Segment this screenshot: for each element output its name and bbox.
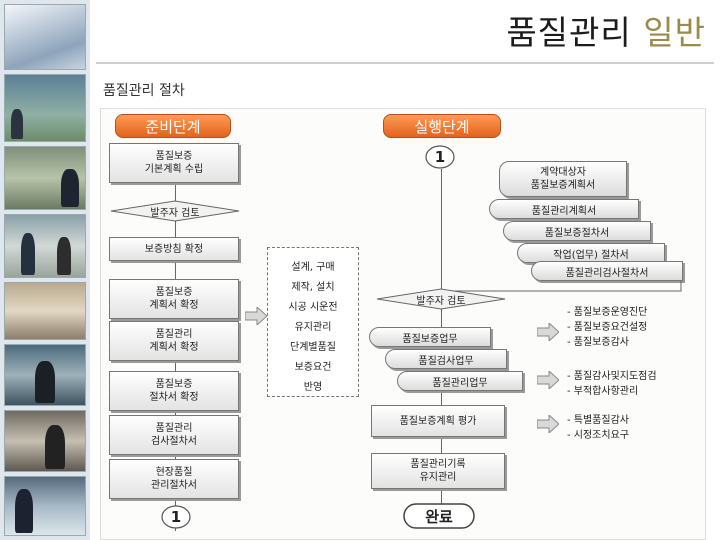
exec-step-qa-evaluation: 품질보증계획 평가 [371, 405, 505, 437]
note-item: - 부적합사항관리 [567, 386, 639, 397]
arrow-right-icon [537, 323, 559, 341]
prep-step-qa-plan: 품질보증 계획서 확정 [109, 279, 239, 319]
prep-decision-label: 발주자 검토 [150, 207, 200, 219]
note-item: - 품질보증감사 [567, 337, 629, 348]
doc-qc-plan: 품질관리계획서 [489, 199, 639, 219]
arrow-right-icon [537, 415, 559, 433]
title-divider [96, 62, 714, 64]
title-part1: 품질관리 [506, 13, 632, 52]
panel-line-7: 반영 [303, 382, 323, 393]
notes-qa-work: - 품질보증운영진단 - 품질보증요건설정 - 품질보증감사 [567, 305, 647, 350]
tab-qa-work: 품질보증업무 [369, 327, 491, 347]
doc-contractor-qa-plan: 계약대상자 품질보증계획서 [499, 161, 627, 197]
note-item: - 품질보증운영진단 [567, 307, 648, 318]
note-item: - 품질보증요건설정 [567, 322, 648, 333]
note-item: - 시정조치요구 [567, 430, 629, 441]
notes-evaluation: - 특별품질감사 - 시정조치요구 [567, 413, 629, 443]
prep-step-qc-plan: 품질관리 계획서 확정 [109, 321, 239, 361]
panel-line-6: 보증요건 [294, 362, 332, 373]
panel-line-1: 설계, 구매 [291, 262, 335, 273]
exec-start-connector: 1 [425, 145, 455, 169]
title-part2: 일반 [643, 13, 706, 52]
prep-step-qc-inspection: 품질관리 검사절차서 [109, 415, 239, 455]
prep-end-connector: 1 [161, 505, 191, 529]
panel-line-4: 유지관리 [294, 322, 332, 333]
model-photo [4, 74, 86, 142]
prep-step-policy: 보증방침 확정 [109, 237, 239, 261]
sky-photo [4, 4, 86, 70]
panel-line-5: 단계별품질 [290, 342, 336, 353]
notes-qc-work: - 품질감사및지도점검 - 부적합사항관리 [567, 369, 657, 399]
panel-line-3: 시공 시운전 [288, 302, 338, 313]
stage-requirements-panel: 설계, 구매 제작, 설치 시공 시운전 유지관리 단계별품질 보증요건 반영 [267, 247, 359, 397]
prep-step-qa-procedure: 품질보증 절차서 확정 [109, 371, 239, 411]
page-title: 품질관리 일반 [506, 6, 706, 54]
doc-qc-inspection-procedure: 품질관리검사절차서 [531, 261, 683, 281]
tab-qc-work: 품질관리업무 [397, 371, 523, 391]
desk-photo [4, 410, 86, 472]
phase-exec-label: 실행단계 [383, 114, 501, 138]
stack-merge-line [441, 281, 682, 292]
office-photo [4, 344, 86, 406]
doc-qa-procedure: 품질보증절차서 [503, 221, 651, 241]
exec-end-complete: 완료 [403, 503, 475, 529]
doc-work-procedure: 작업(업무) 절차서 [517, 243, 665, 263]
meeting-photo [4, 146, 86, 210]
panel-line-2: 제작, 설치 [291, 282, 335, 293]
phase-prep-label: 준비단계 [115, 114, 231, 138]
tab-inspection-work: 품질검사업무 [385, 349, 507, 369]
exec-step-qc-records: 품질관리기록 유지관리 [371, 453, 505, 489]
photo-strip [0, 0, 90, 540]
exec-decision-label: 발주자 검토 [416, 295, 466, 307]
prep-step-basic-plan: 품질보증 기본계획 수립 [109, 143, 239, 183]
sign-photo [4, 282, 86, 340]
presentation-photo [4, 214, 86, 278]
process-diagram: 준비단계 실행단계 품질보증 기본계획 수립 발주자 검토 보증방침 확정 품질… [100, 108, 706, 540]
arrow-right-icon [537, 371, 559, 389]
note-item: - 품질감사및지도점검 [567, 371, 657, 382]
prep-decision-owner-review: 발주자 검토 [109, 199, 241, 223]
page-subtitle: 품질관리 절차 [103, 83, 185, 99]
arrow-right-icon [245, 307, 267, 325]
note-item: - 특별품질감사 [567, 415, 629, 426]
exec-decision-owner-review: 발주자 검토 [375, 287, 507, 311]
computer-photo [4, 476, 86, 536]
prep-step-site-quality: 현장품질 관리절차서 [109, 459, 239, 499]
